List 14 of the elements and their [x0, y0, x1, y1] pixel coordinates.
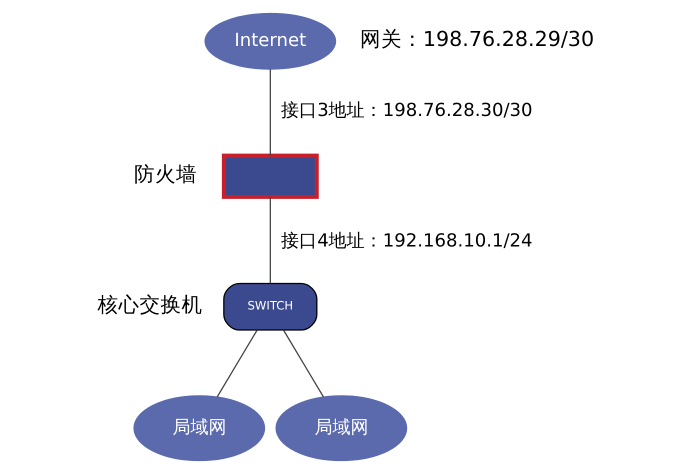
node-ellipse: Internet — [204, 12, 336, 70]
connector — [216, 330, 257, 398]
connector — [282, 330, 324, 398]
node-box: SWITCH — [222, 282, 317, 331]
node-ellipse: 局域网 — [132, 395, 265, 462]
edge-label: 接口3地址：198.76.28.30/30 — [280, 100, 532, 121]
node-label: 核心交换机 — [97, 292, 202, 317]
connector — [269, 69, 270, 156]
edge-label: 接口4地址：192.168.10.1/24 — [280, 230, 532, 252]
connector — [269, 197, 270, 284]
node-box — [221, 154, 318, 199]
node-label: 网关：198.76.28.29/30 — [359, 27, 594, 52]
node-ellipse: 局域网 — [274, 395, 407, 462]
node-label: 防火墙 — [134, 162, 197, 186]
